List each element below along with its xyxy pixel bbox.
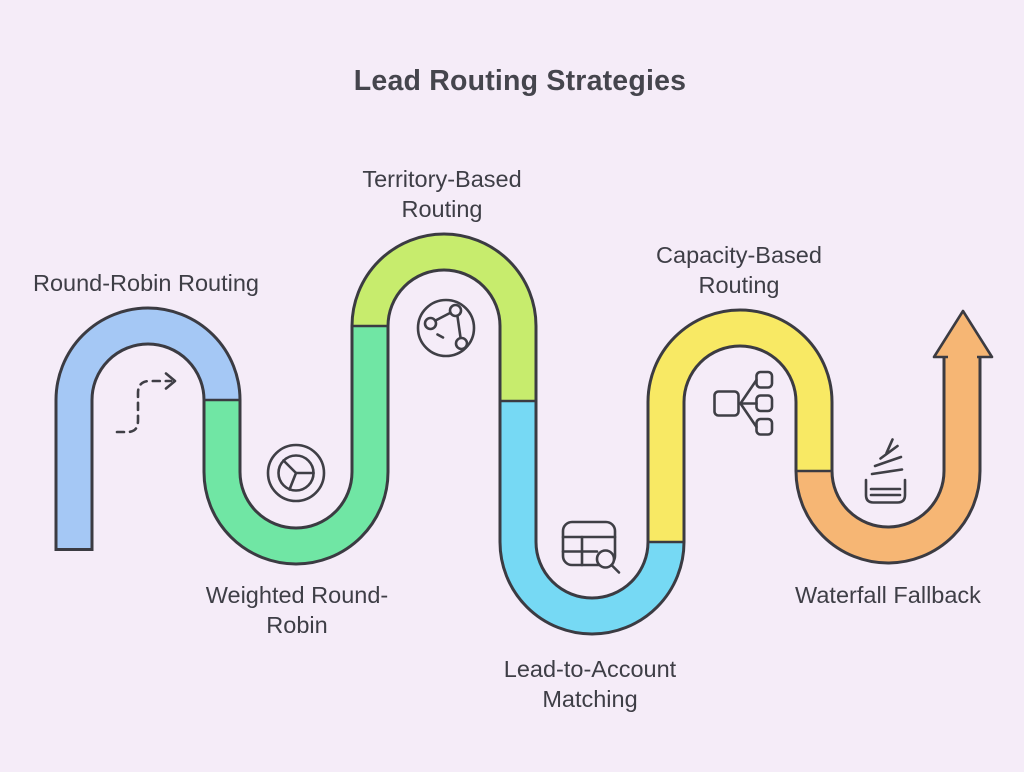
label-lead-to-account-matching: Lead-to-Account Matching [503,656,677,712]
segment-waterfall-fallback [797,358,979,562]
distribution-tree-icon [713,370,774,436]
segment-dividers [205,324,831,544]
network-globe-icon [416,298,476,358]
dashed-step-arrow-icon [115,372,177,434]
label-round-robin-routing: Round-Robin Routing [32,270,259,296]
flow-arrow-head [932,309,994,359]
label-weighted-round-robin: Weighted Round-Robin [205,582,389,638]
stacked-fallback-icon [864,438,907,504]
label-territory-based-routing: Territory-Based Routing [362,166,522,222]
segment-weighted-round-robin [205,326,387,563]
segment-lead-to-account [501,401,683,633]
table-search-icon [561,520,621,574]
segment-territory-based [353,235,535,401]
label-capacity-based-routing: Capacity-Based Routing [656,242,822,298]
pie-chart-icon [266,443,326,503]
page-title: Lead Routing Strategies [353,65,687,97]
segment-capacity-based [649,311,831,542]
segment-round-robin [57,309,239,548]
label-waterfall-fallback: Waterfall Fallback [795,582,981,608]
